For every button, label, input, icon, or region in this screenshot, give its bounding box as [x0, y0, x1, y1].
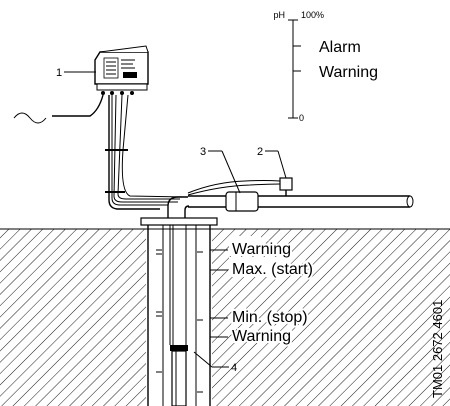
ph-bottom-value: 0	[299, 113, 304, 123]
ground	[0, 222, 450, 406]
alarm-label: Alarm	[319, 39, 361, 56]
warning-label-scale: Warning	[319, 64, 378, 81]
max-start-label: Max. (start)	[232, 261, 313, 278]
ph-sensor	[279, 177, 293, 191]
warning-top-label: Warning	[232, 241, 291, 258]
pump-assembly	[156, 225, 228, 406]
callout-4: 4	[231, 362, 237, 374]
drawing-code: TM01 2672 4601	[430, 300, 445, 398]
callout-1: 1	[56, 67, 62, 79]
control-unit	[94, 45, 149, 95]
well-head	[140, 196, 218, 226]
min-stop-label: Min. (stop)	[232, 309, 308, 326]
cables	[13, 94, 281, 345]
ph-top-value: 100%	[301, 10, 324, 20]
callout-3: 3	[200, 146, 206, 158]
warning-bottom-label: Warning	[232, 328, 291, 345]
ph-scale: pH 100% 0 Alarm Warning	[273, 10, 378, 123]
flow-fitting	[225, 191, 259, 212]
callout-2: 2	[257, 146, 263, 158]
horizontal-pipe	[188, 177, 414, 212]
well-level-labels: Warning Max. (start) Min. (stop) Warning	[229, 236, 315, 347]
callouts: 1 2 3 4	[56, 67, 287, 374]
ph-axis-label: pH	[273, 10, 285, 20]
